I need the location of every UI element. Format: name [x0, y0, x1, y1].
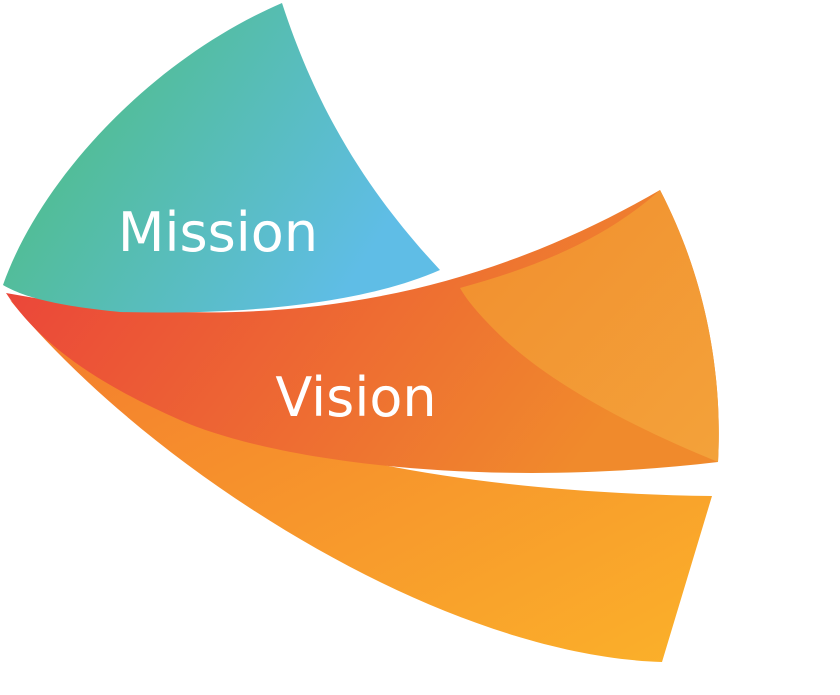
vision-label: Vision [275, 366, 436, 429]
petal-mission [3, 3, 440, 313]
petal-third [10, 300, 712, 662]
petal-vision-fold [460, 190, 719, 462]
mission-label: Mission [118, 201, 318, 264]
petal-vision [6, 190, 719, 473]
